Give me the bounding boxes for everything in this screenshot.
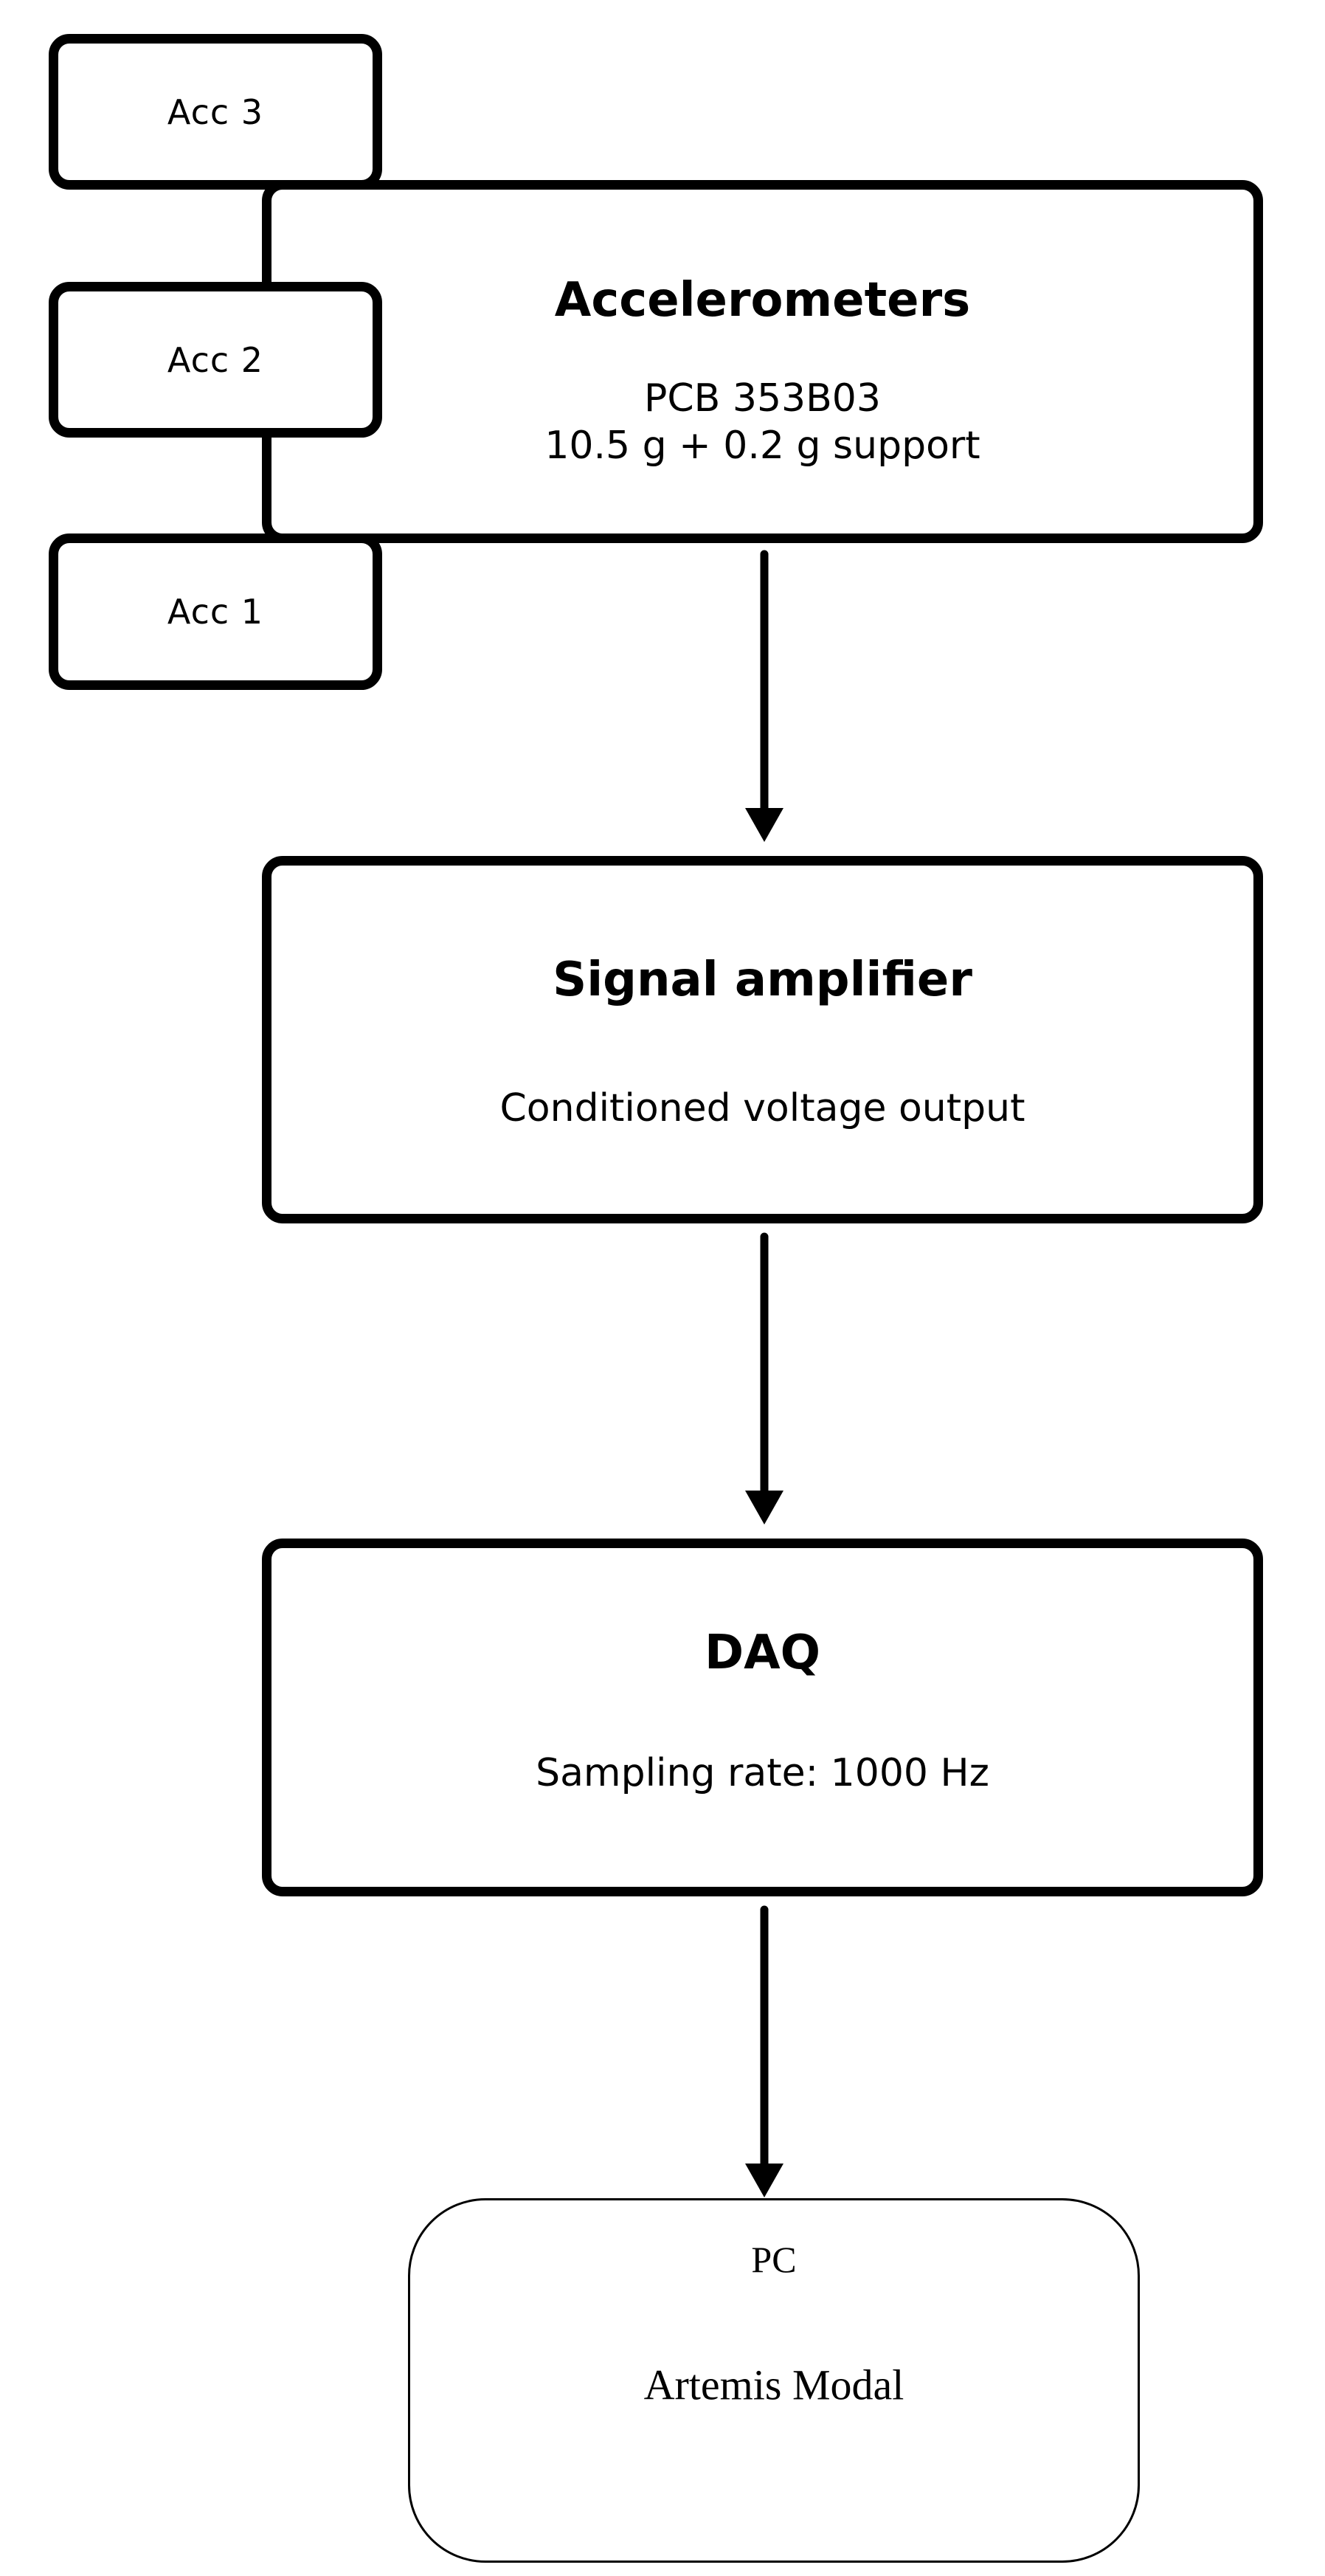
daq-body: Sampling rate: 1000 Hz [536, 1751, 989, 1795]
signal-amplifier-body: Conditioned voltage output [499, 1086, 1025, 1130]
arrow-daq-to-pc [745, 1905, 783, 2197]
daq-title: DAQ [704, 1626, 821, 1680]
arrow-amplifier-to-daq [745, 1232, 783, 1524]
pc-software-label: Artemis Modal [643, 2361, 904, 2409]
arrowhead-icon [745, 808, 783, 842]
acc2-label: Acc 2 [167, 339, 264, 380]
arrow-accelerometers-to-amplifier [745, 550, 783, 842]
daq-node: DAQ Sampling rate: 1000 Hz [262, 1539, 1263, 1896]
arrowhead-icon [745, 2164, 783, 2197]
accelerometers-weight-line: 10.5 g + 0.2 g support [544, 424, 980, 468]
pc-title: PC [751, 2239, 797, 2280]
acc1-node: Acc 1 [49, 533, 382, 690]
acc1-label: Acc 1 [167, 592, 264, 632]
acc2-node: Acc 2 [49, 282, 382, 438]
acc3-label: Acc 3 [167, 91, 264, 132]
accelerometers-body: PCB 353B03 10.5 g + 0.2 g support [271, 375, 1253, 469]
accelerometers-model-line: PCB 353B03 [644, 376, 881, 421]
arrowhead-icon [745, 1491, 783, 1524]
accelerometers-node: Accelerometers PCB 353B03 10.5 g + 0.2 g… [262, 180, 1263, 543]
pc-node: PC Artemis Modal [408, 2198, 1140, 2563]
acc3-node: Acc 3 [49, 34, 382, 190]
accelerometers-title: Accelerometers [554, 273, 971, 328]
signal-amplifier-node: Signal amplifier Conditioned voltage out… [262, 856, 1263, 1223]
signal-amplifier-title: Signal amplifier [553, 953, 972, 1007]
